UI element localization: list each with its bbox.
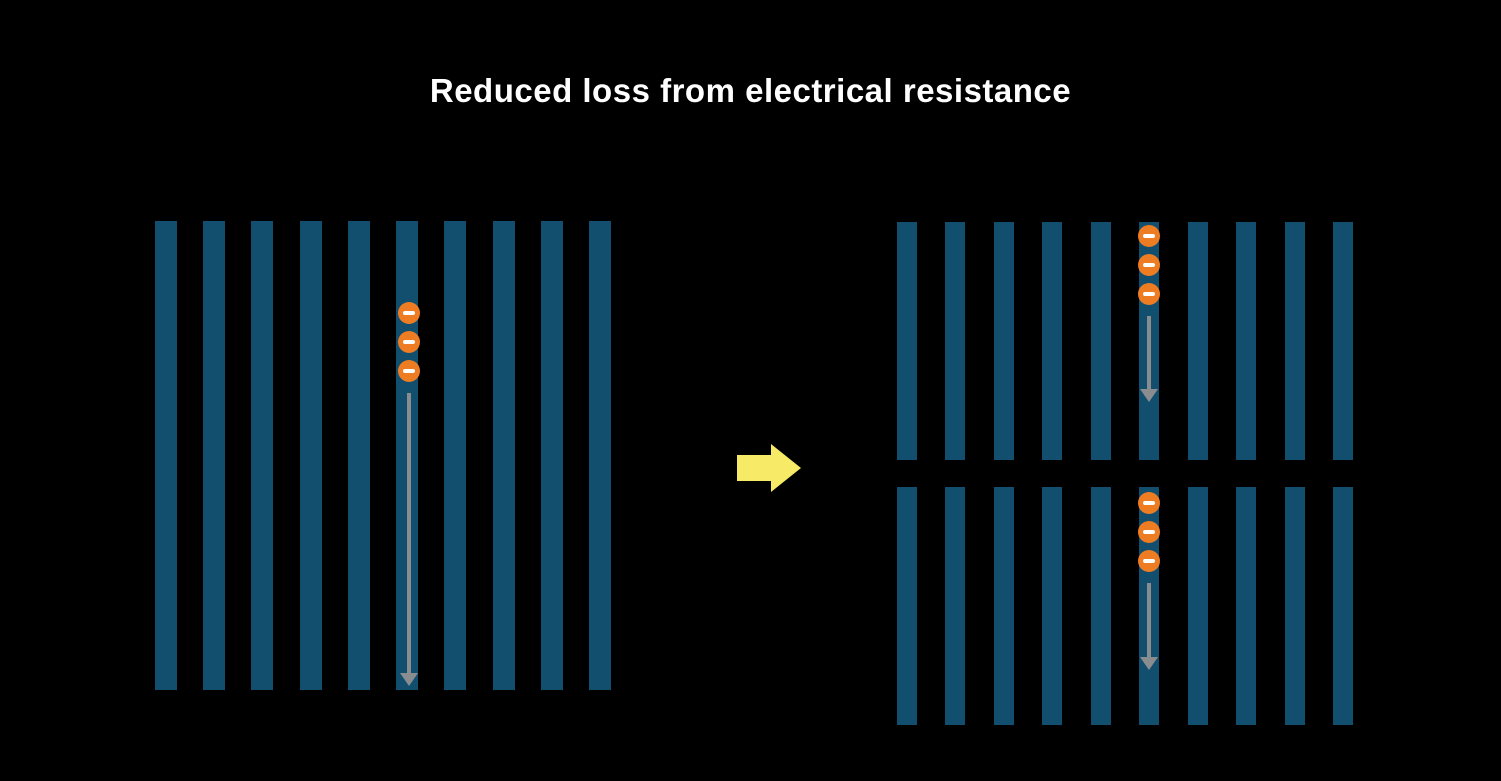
minus-icon <box>1143 530 1155 534</box>
cell-bar <box>945 487 966 725</box>
electron-minus-icon <box>1138 550 1160 572</box>
electron-minus-icon <box>398 360 420 382</box>
electron-minus-icon <box>1138 521 1160 543</box>
cell-bar <box>1332 222 1353 460</box>
minus-icon <box>403 369 415 373</box>
cell-bar <box>1332 487 1353 725</box>
cell-bar <box>299 221 322 690</box>
cell-bar <box>203 221 226 690</box>
cell-bar <box>945 222 966 460</box>
electron-minus-icon <box>398 302 420 324</box>
cell-bar <box>155 221 177 690</box>
minus-icon <box>403 311 415 315</box>
minus-icon <box>1143 263 1155 267</box>
down-arrow-icon <box>1138 314 1160 402</box>
half-cell-top-bar-group <box>897 222 1353 460</box>
cell-bar <box>993 222 1014 460</box>
cell-bar <box>1284 487 1305 725</box>
electron-minus-icon <box>1138 225 1160 247</box>
half-cell-bottom-bar-group <box>897 487 1353 725</box>
cell-bar <box>1187 222 1208 460</box>
electron-minus-icon <box>398 331 420 353</box>
minus-icon <box>1143 501 1155 505</box>
cell-bar <box>1284 222 1305 460</box>
cell-bar <box>1236 487 1257 725</box>
half-cell-top-electron-flow <box>1138 225 1160 402</box>
cell-bar <box>347 221 370 690</box>
down-arrow-icon <box>398 391 420 686</box>
cell-bar <box>492 221 515 690</box>
cell-bar <box>897 222 917 460</box>
electron-minus-icon <box>1138 283 1160 305</box>
half-cell-bottom-electron-flow <box>1138 492 1160 670</box>
cell-bar <box>897 487 917 725</box>
cell-bar <box>1236 222 1257 460</box>
cell-bar <box>444 221 467 690</box>
cell-bar <box>1042 222 1063 460</box>
minus-icon <box>403 340 415 344</box>
cell-bar <box>993 487 1014 725</box>
cell-bar <box>540 221 563 690</box>
cell-bar <box>1187 487 1208 725</box>
cell-bar <box>588 221 611 690</box>
cell-bar <box>1042 487 1063 725</box>
electron-minus-icon <box>1138 254 1160 276</box>
full-cell-electron-flow <box>398 302 420 686</box>
right-arrow-icon <box>737 444 801 492</box>
minus-icon <box>1143 559 1155 563</box>
cell-bar <box>1090 222 1111 460</box>
minus-icon <box>1143 292 1155 296</box>
cell-bar <box>1090 487 1111 725</box>
diagram-title: Reduced loss from electrical resistance <box>429 72 1072 109</box>
electron-minus-icon <box>1138 492 1160 514</box>
down-arrow-icon <box>1138 581 1160 670</box>
full-cell-bar-group <box>155 221 611 690</box>
minus-icon <box>1143 234 1155 238</box>
cell-bar <box>251 221 274 690</box>
